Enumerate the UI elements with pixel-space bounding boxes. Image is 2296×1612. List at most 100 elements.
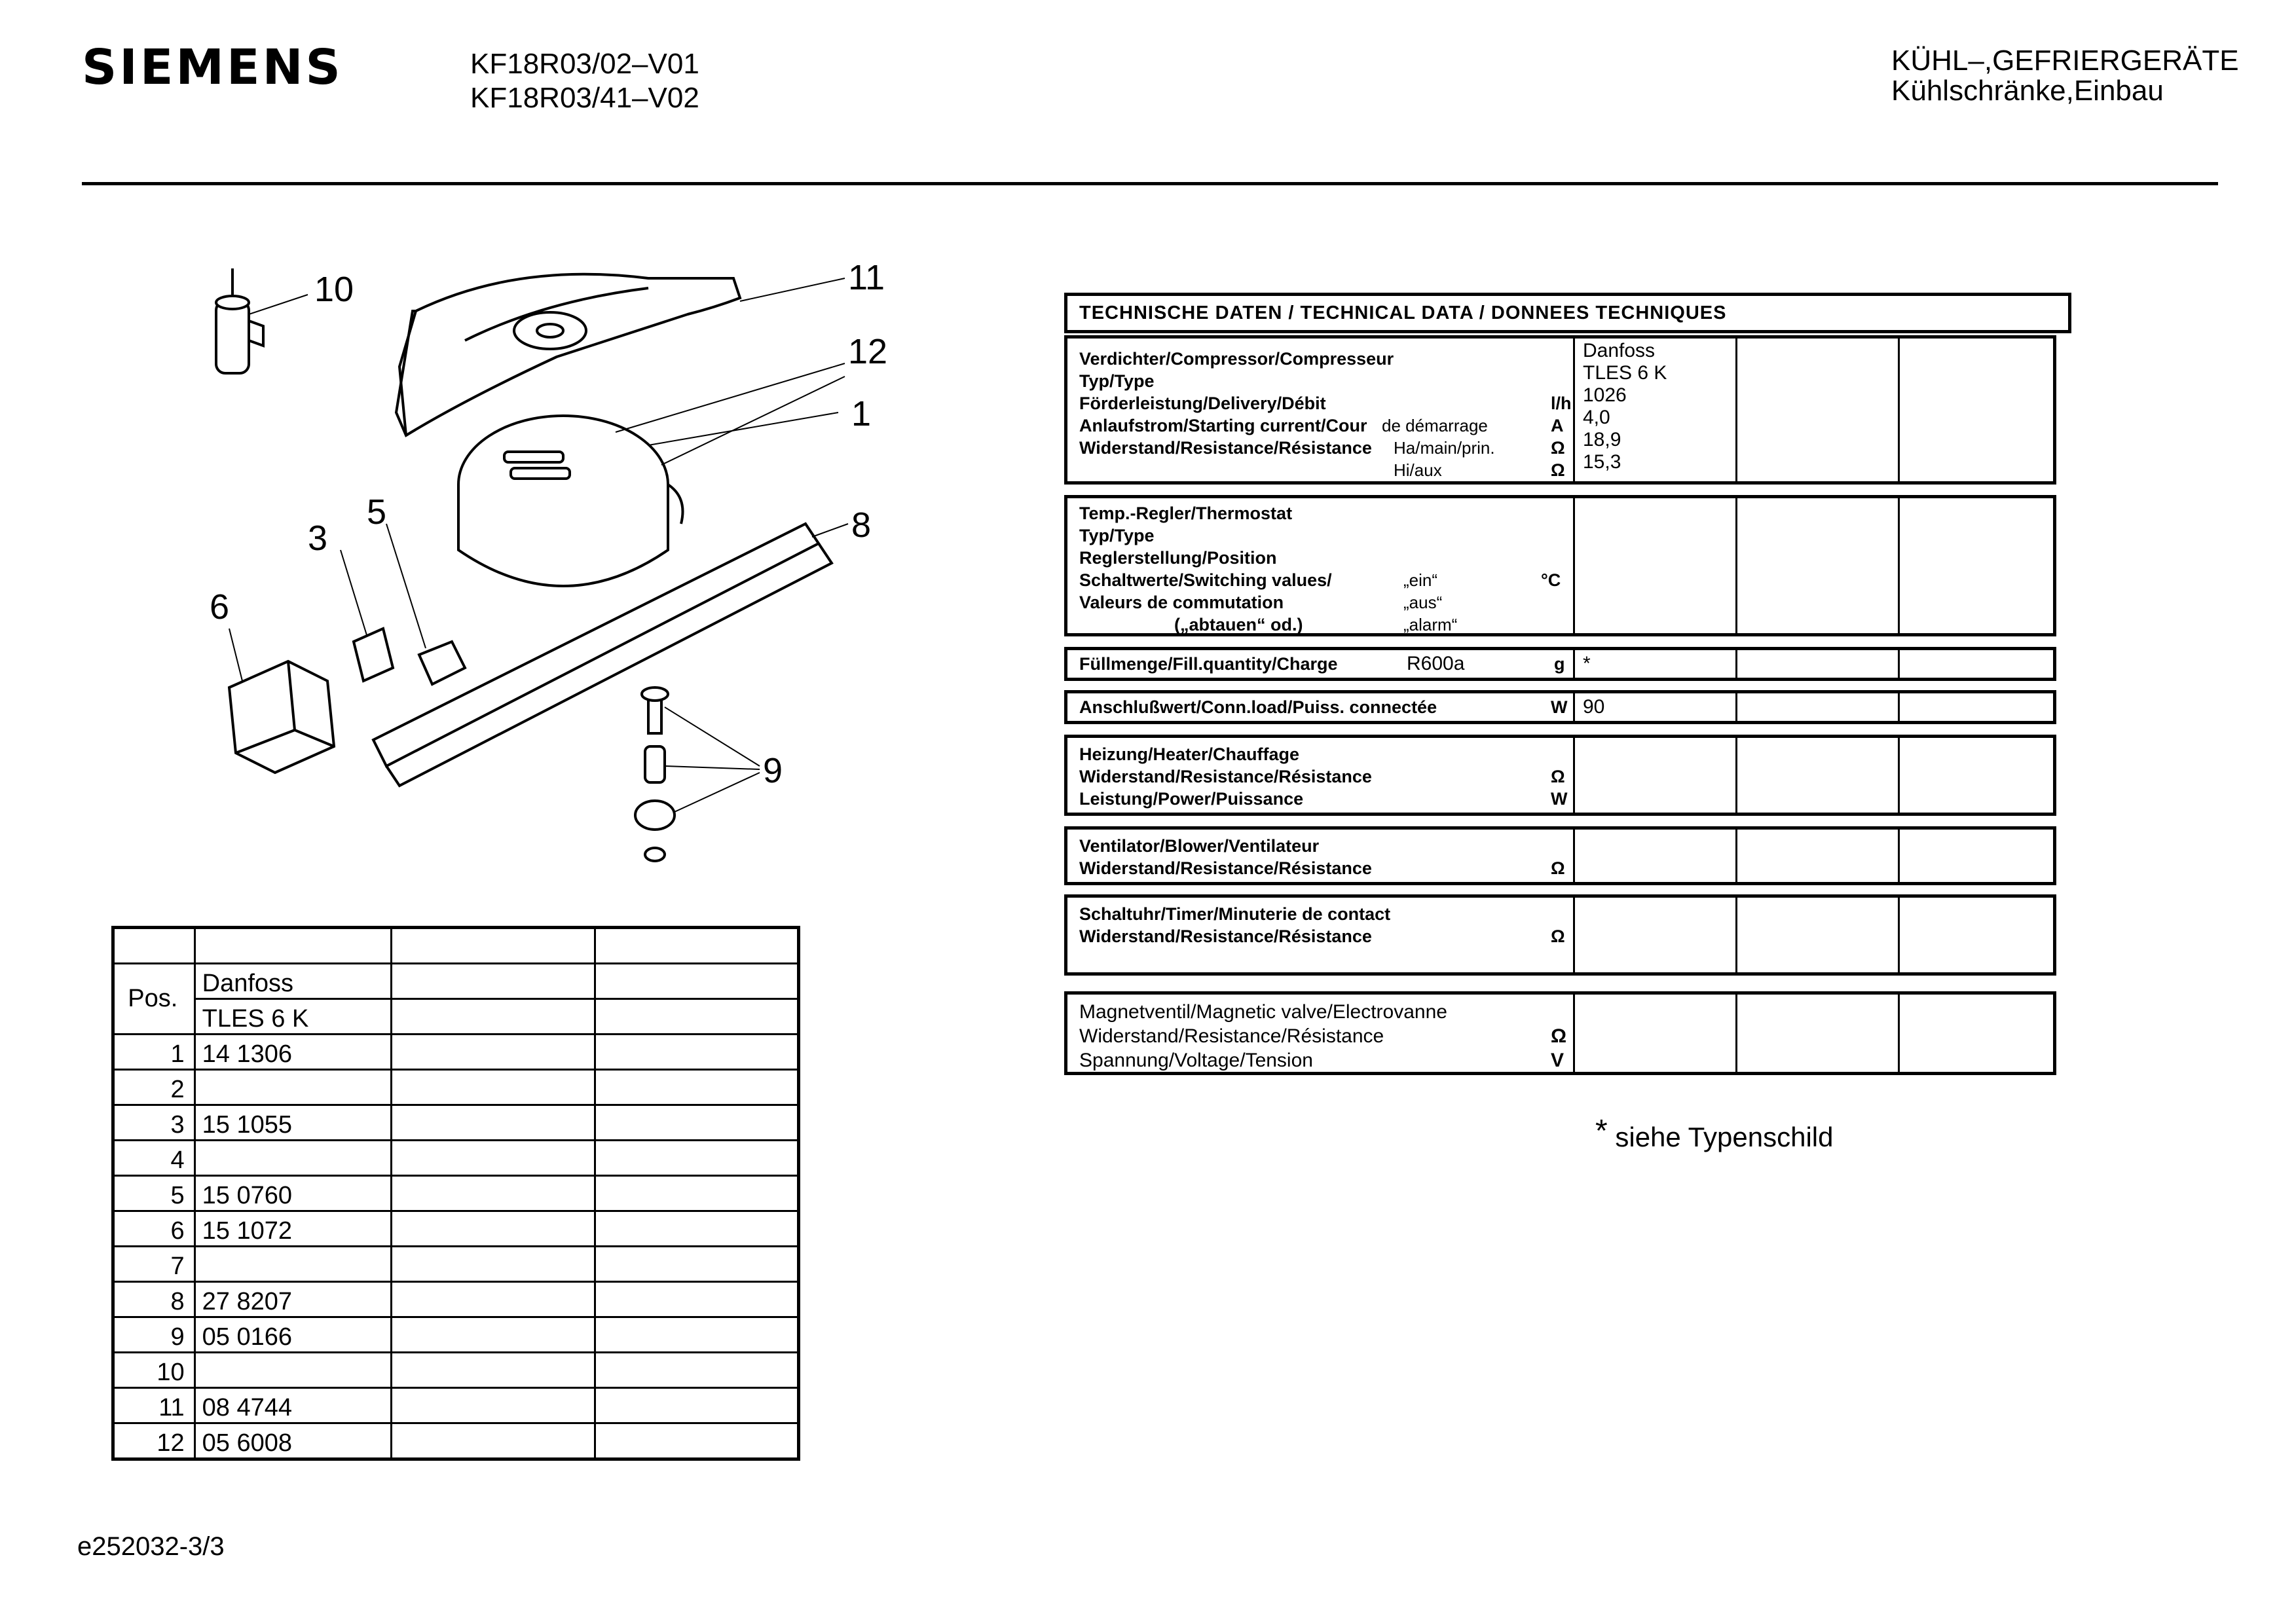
callout-9: 9 xyxy=(763,751,783,790)
tech-label: Ventilator/Blower/Ventilateur xyxy=(1079,836,1320,856)
parts-cell xyxy=(593,1139,800,1177)
tech-empty-col xyxy=(1900,898,2056,972)
part-position: 11 xyxy=(112,1387,196,1424)
tech-empty-col xyxy=(1900,830,2056,882)
tech-empty-col xyxy=(1737,898,1900,972)
table-row: 4 xyxy=(112,1139,800,1177)
part-number xyxy=(193,1069,393,1106)
tech-line: Reglerstellung/Position xyxy=(1079,547,1573,569)
tech-line: Typ/Type xyxy=(1079,524,1573,547)
tech-mid: „aus“ xyxy=(1403,593,1443,612)
tech-label: Schaltuhr/Timer/Minuterie de contact xyxy=(1079,904,1391,924)
part-position: 7 xyxy=(112,1245,196,1283)
tech-unit: Ω xyxy=(1551,858,1565,878)
tech-empty-col xyxy=(1900,339,2056,481)
parts-cell xyxy=(390,1069,596,1106)
part-number xyxy=(193,1245,393,1283)
tech-label: Widerstand/Resistance/Résistance xyxy=(1079,438,1372,458)
part-position: 12 xyxy=(112,1422,196,1460)
tech-line: Typ/Type xyxy=(1079,370,1573,392)
blower-labels: Ventilator/Blower/Ventilateur Widerstand… xyxy=(1067,830,1575,882)
compressor-block: Verdichter/Compressor/Compresseur Typ/Ty… xyxy=(1064,335,2056,485)
charge-value: * xyxy=(1575,650,1737,678)
tech-mid: „alarm“ xyxy=(1403,615,1458,634)
tech-empty-col xyxy=(1737,995,1900,1072)
part-number: 27 8207 xyxy=(193,1281,393,1318)
callout-3: 3 xyxy=(308,519,327,558)
tech-empty-col xyxy=(1737,693,1900,721)
timer-block: Schaltuhr/Timer/Minuterie de contact Wid… xyxy=(1064,894,2056,976)
diagram-svg: 10 11 12 1 5 3 8 6 9 xyxy=(210,258,887,862)
part-position: 6 xyxy=(112,1210,196,1247)
category-line-2: Kühlschränke,Einbau xyxy=(1891,75,2164,107)
tech-label: Widerstand/Resistance/Résistance xyxy=(1079,858,1372,878)
part-6-cover-box-drawing xyxy=(227,628,336,775)
parts-cell xyxy=(593,1245,800,1283)
part-number: 05 6008 xyxy=(193,1422,393,1460)
part-position: 10 xyxy=(112,1351,196,1389)
tech-unit: Ω xyxy=(1551,1025,1567,1047)
blower-block: Ventilator/Blower/Ventilateur Widerstand… xyxy=(1064,826,2056,885)
tech-line: Ventilator/Blower/Ventilateur xyxy=(1079,835,1573,857)
tech-label: Widerstand/Resistance/Résistance xyxy=(1079,767,1372,786)
parts-cell xyxy=(593,1351,800,1389)
tech-label: Temp.-Regler/Thermostat xyxy=(1079,504,1293,523)
part-position: 2 xyxy=(112,1069,196,1106)
tech-line: Widerstand/Resistance/Résistance Ω xyxy=(1079,765,1573,788)
compressor-labels: Verdichter/Compressor/Compresseur Typ/Ty… xyxy=(1067,339,1575,481)
part-10-capacitor-drawing xyxy=(215,268,308,375)
tech-line: Spannung/Voltage/Tension V xyxy=(1079,1048,1573,1072)
parts-cell xyxy=(390,1175,596,1212)
model-number-2: KF18R03/41–V02 xyxy=(470,82,699,114)
tech-label: Leistung/Power/Puissance xyxy=(1079,789,1304,809)
model-number-1: KF18R03/02–V01 xyxy=(470,48,699,80)
note-text: siehe Typenschild xyxy=(1615,1122,1834,1152)
tech-label: Verdichter/Compressor/Compresseur xyxy=(1079,349,1394,369)
model-numbers: KF18R03/02–V01 KF18R03/41–V02 xyxy=(470,47,699,115)
tech-empty-col xyxy=(1575,738,1737,813)
callout-11: 11 xyxy=(848,258,885,297)
tech-line: Schaltwerte/Switching values/„ein“°C xyxy=(1079,569,1573,591)
tech-empty-col xyxy=(1900,693,2056,721)
parts-header-row-2: TLES 6 K xyxy=(113,998,800,1035)
part-number: 08 4744 xyxy=(193,1387,393,1424)
valve-block: Magnetventil/Magnetic valve/Electrovanne… xyxy=(1064,991,2056,1075)
parts-type-header: TLES 6 K xyxy=(193,998,393,1035)
part-11-cover-drawing xyxy=(394,272,845,437)
tech-unit: Ω xyxy=(1551,767,1565,786)
parts-brand-header: Danfoss xyxy=(193,962,393,1000)
parts-cell xyxy=(593,926,800,964)
tech-value: 4,0 xyxy=(1583,407,1610,428)
callout-5: 5 xyxy=(367,492,386,532)
heater-block: Heizung/Heater/Chauffage Widerstand/Resi… xyxy=(1064,735,2056,816)
parts-header-blank-row xyxy=(112,926,800,964)
tech-line: Heizung/Heater/Chauffage xyxy=(1079,743,1573,765)
tech-line: („abtauen“ od.)„alarm“ xyxy=(1079,614,1573,636)
tech-unit: Ω xyxy=(1551,460,1565,480)
part-number xyxy=(193,1139,393,1177)
part-number: 14 1306 xyxy=(193,1033,393,1071)
tech-empty-col xyxy=(1900,650,2056,678)
tech-mid: Hi/aux xyxy=(1394,460,1442,480)
tech-unit: V xyxy=(1551,1050,1565,1071)
tech-unit: Ω xyxy=(1551,438,1565,458)
parts-cell xyxy=(390,1210,596,1247)
part-position: 5 xyxy=(112,1175,196,1212)
timer-labels: Schaltuhr/Timer/Minuterie de contact Wid… xyxy=(1067,898,1575,972)
thermostat-block: Temp.-Regler/Thermostat Typ/Type Reglers… xyxy=(1064,495,2056,636)
parts-cell xyxy=(390,1104,596,1141)
tech-label: Spannung/Voltage/Tension xyxy=(1079,1050,1313,1071)
